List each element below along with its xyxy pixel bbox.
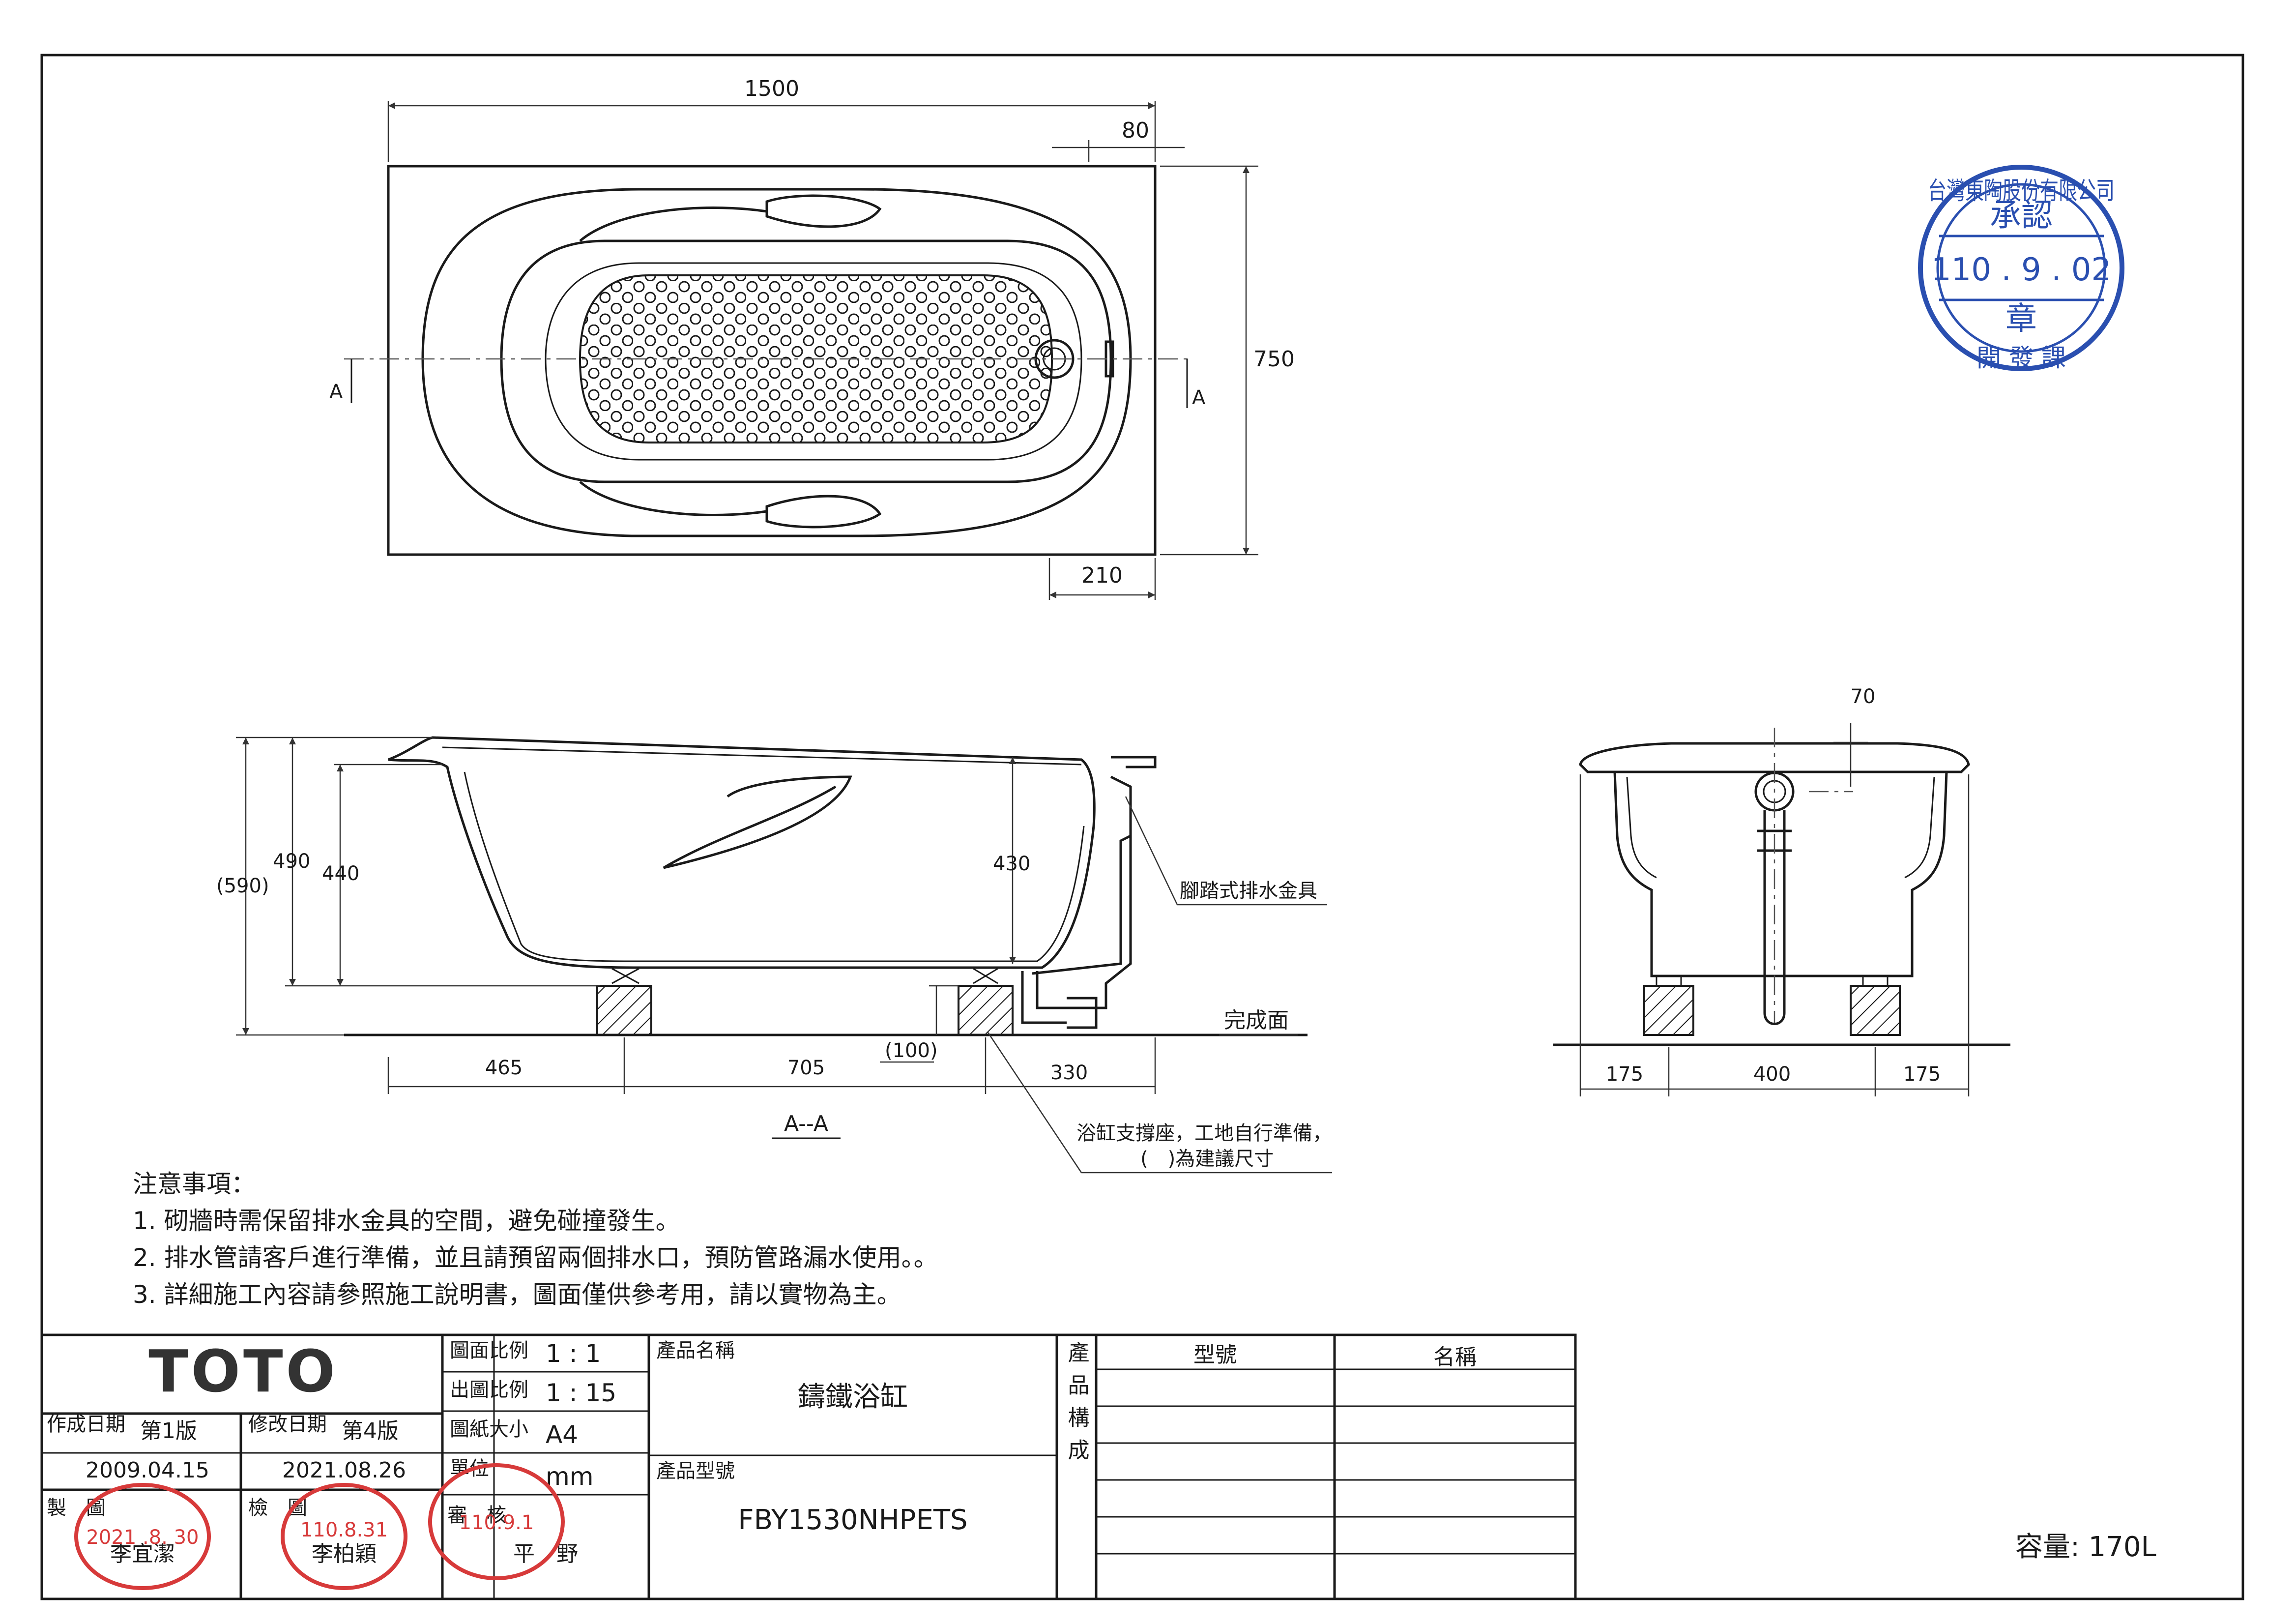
made-date: 2009.04.15 [86,1458,209,1483]
tub-outer-contour [421,188,1132,537]
section-marker-right: A [1192,386,1206,409]
dim-support-gap: (100) [885,1039,938,1062]
made-date-label: 作成日期 [47,1413,125,1436]
col-model-header: 型號 [1193,1342,1237,1367]
dim-mid: 400 [1753,1063,1791,1086]
end-view: 70 175 400 175 [1553,685,2010,1096]
approval-dept: 開 發 課 [1976,344,2066,372]
product-model: FBY1530NHPETS [738,1504,967,1536]
paper-label: 圖紙大小 [450,1418,528,1441]
dim-right: 175 [1903,1063,1941,1086]
approved-name: 平 野 [513,1541,578,1566]
scale-output-label: 出圖比例 [450,1379,528,1401]
dim-overflow-height: 430 [993,853,1030,875]
rev-version: 第4版 [342,1418,399,1444]
dim-rim-height: 490 [273,850,310,873]
notes: 注意事項： 1. 砌牆時需保留排水金具的空間，避免碰撞發生。 2. 排水管請客戶… [133,1170,938,1309]
note-support-line2: ( )為建議尺寸 [1140,1148,1274,1170]
grip-handle-top [579,194,882,242]
approved-stamp: 110.9.1 [428,1463,565,1580]
scale-drawing-value: 1 : 1 [546,1339,601,1368]
made-version: 第1版 [140,1418,197,1444]
scale-output-value: 1 : 15 [546,1379,616,1407]
end-support-left [1643,985,1694,1036]
section-label: A--A [784,1111,828,1136]
drawn-stamp: 2021 .8. 30 [74,1483,211,1590]
overflow-fitting [1032,756,1157,975]
checked-stamp: 110.8.31 [281,1483,407,1590]
dim-width: 750 [1253,347,1295,372]
grip-handle-bottom [579,481,882,529]
col-name-header: 名稱 [1433,1345,1477,1370]
drain-pipe [1021,836,1132,1029]
tub-floor-contour [545,262,1082,461]
end-view-body [1613,771,1948,977]
checked-name: 李柏穎 [312,1541,377,1566]
section-marker-left: A [329,381,343,403]
approval-word: 承認 [1990,198,2053,234]
svg-text:2021 .8. 30: 2021 .8. 30 [86,1526,199,1549]
approval-stamp: 台灣東陶股份有限公司 承認 110 . 9 . 02 章 開 發 課 [1918,165,2124,372]
capacity: 容量: 170L [2015,1531,2156,1563]
support-block-2 [958,985,1014,1036]
product-name-label: 產品名稱 [656,1339,735,1362]
title-block: TOTO 作成日期 第1版 2009.04.15 修改日期 第4版 2021.0… [40,1333,1577,1600]
svg-text:110.8.31: 110.8.31 [300,1519,388,1541]
dim-inner-depth: 440 [322,862,359,885]
note-item-1: 1. 砌牆時需保留排水金具的空間，避免碰撞發生。 [133,1207,680,1235]
dim-length: 1500 [744,76,799,101]
paper-value: A4 [546,1420,578,1449]
label-finish-floor: 完成面 [1224,1008,1289,1033]
approval-seal: 章 [2005,301,2037,337]
dim-total-height: (590) [216,875,269,897]
support-block-1 [596,985,652,1036]
section-view: 完成面 (590) 490 440 430 (100) 465 705 330 … [216,736,1332,1174]
dim-drain-offset: 210 [1081,563,1123,588]
dim-seg3: 330 [1050,1062,1088,1084]
dim-flange: 80 [1122,118,1149,143]
dim-seg1: 465 [485,1057,523,1079]
tub-section-shell [388,736,1096,969]
overflow-outlet [1104,340,1114,378]
dim-seg2: 705 [787,1057,825,1079]
approval-date: 110 . 9 . 02 [1931,252,2111,288]
dim-left: 175 [1606,1063,1643,1086]
end-support-right [1850,985,1901,1036]
svg-text:110.9.1: 110.9.1 [459,1511,534,1534]
end-view-rim [1579,742,1970,773]
tub-section-inner [442,746,1085,962]
composition-label: 產品構成 [1064,1341,1089,1471]
dim-top: 70 [1851,685,1876,708]
end-view-inner [1626,776,1935,879]
top-view-outline [387,165,1157,556]
tub-inner-contour [500,239,1112,483]
unit-value: mm [546,1462,593,1491]
product-name: 鑄鐵浴缸 [798,1381,908,1413]
scale-drawing-label: 圖面比例 [450,1339,528,1362]
sheet-border [40,54,2244,1600]
rev-date-label: 修改日期 [248,1413,327,1436]
top-view: 1500 80 750 210 A A [329,76,1295,600]
note-item-3: 3. 詳細施工內容請參照施工說明書，圖面僅供參考用，請以實物為主。 [133,1280,901,1309]
approved-label: 審 核 [447,1504,506,1527]
brand-logo: TOTO [148,1337,338,1405]
drawn-name: 李宜潔 [110,1541,175,1566]
approval-outer-text: 台灣東陶股份有限公司 [1928,177,2115,205]
grip-handle-section [663,775,852,869]
notes-heading: 注意事項： [133,1170,256,1198]
note-support-line1: 浴缸支撐座，工地自行準備， [1076,1122,1332,1145]
label-drain-fitting: 腳踏式排水金具 [1180,880,1317,902]
note-item-2: 2. 排水管請客戶進行準備，並且請預留兩個排水口，預防管路漏水使用。。 [133,1243,938,1272]
rev-date: 2021.08.26 [282,1458,406,1483]
product-model-label: 產品型號 [656,1460,735,1482]
